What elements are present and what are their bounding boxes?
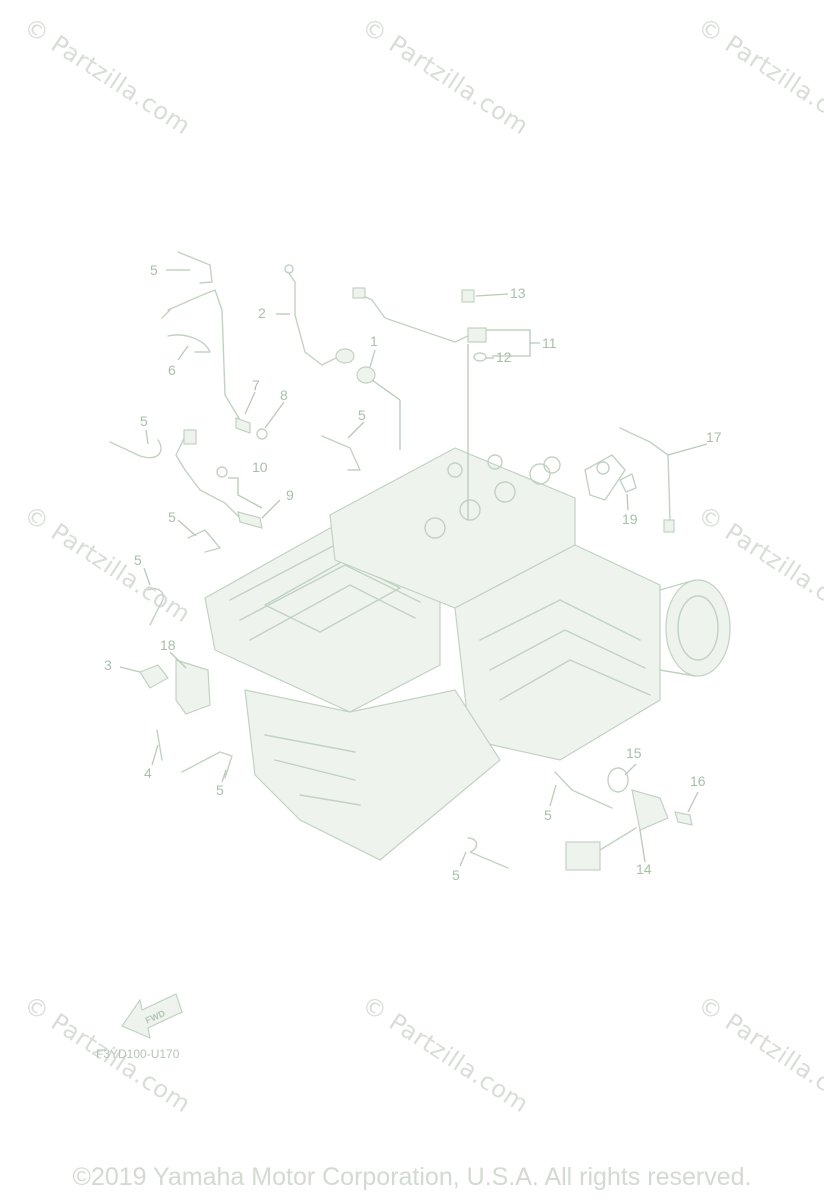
drawing-code: F3YD100-U170	[96, 1047, 180, 1061]
callout-10: 10	[252, 459, 268, 475]
callout-6: 6	[168, 362, 176, 378]
flywheel-housing	[665, 579, 731, 677]
callout-9: 9	[286, 487, 294, 503]
callout-17: 17	[706, 429, 722, 445]
callout-8: 8	[280, 387, 288, 403]
crankcase	[244, 689, 501, 861]
callout-5-bottom-center: 5	[544, 807, 552, 823]
callout-13: 13	[510, 285, 526, 301]
callout-18: 18	[160, 637, 176, 653]
callouts: 1 2 3 4 5 6 7 8 5 5 10 9 5 5 18 5 13 11 …	[104, 262, 722, 883]
callout-12: 12	[496, 349, 512, 365]
callout-19: 19	[622, 511, 638, 527]
callout-5-left: 5	[168, 509, 176, 525]
callout-16: 16	[690, 773, 706, 789]
callout-4: 4	[144, 765, 152, 781]
callout-2: 2	[258, 305, 266, 321]
leader-lines	[119, 269, 708, 867]
fwd-arrow: FWD	[121, 993, 183, 1040]
callout-5-mid-left: 5	[140, 413, 148, 429]
footer-copyright: ©2019 Yamaha Motor Corporation, U.S.A. A…	[72, 1163, 752, 1191]
callout-5-bottom-left: 5	[216, 782, 224, 798]
callout-7: 7	[252, 377, 260, 393]
callout-11: 11	[542, 335, 557, 351]
callout-14: 14	[636, 861, 652, 877]
engine-assembly	[204, 447, 731, 861]
callout-3: 3	[104, 657, 112, 673]
sensor-leads	[109, 251, 693, 871]
callout-5-left-lower: 5	[134, 552, 142, 568]
callout-1: 1	[370, 333, 378, 349]
callout-5-top-left: 5	[150, 262, 158, 278]
callout-5-near-1: 5	[358, 407, 366, 423]
callout-5-bottom: 5	[452, 867, 460, 883]
callout-15: 15	[626, 745, 642, 761]
